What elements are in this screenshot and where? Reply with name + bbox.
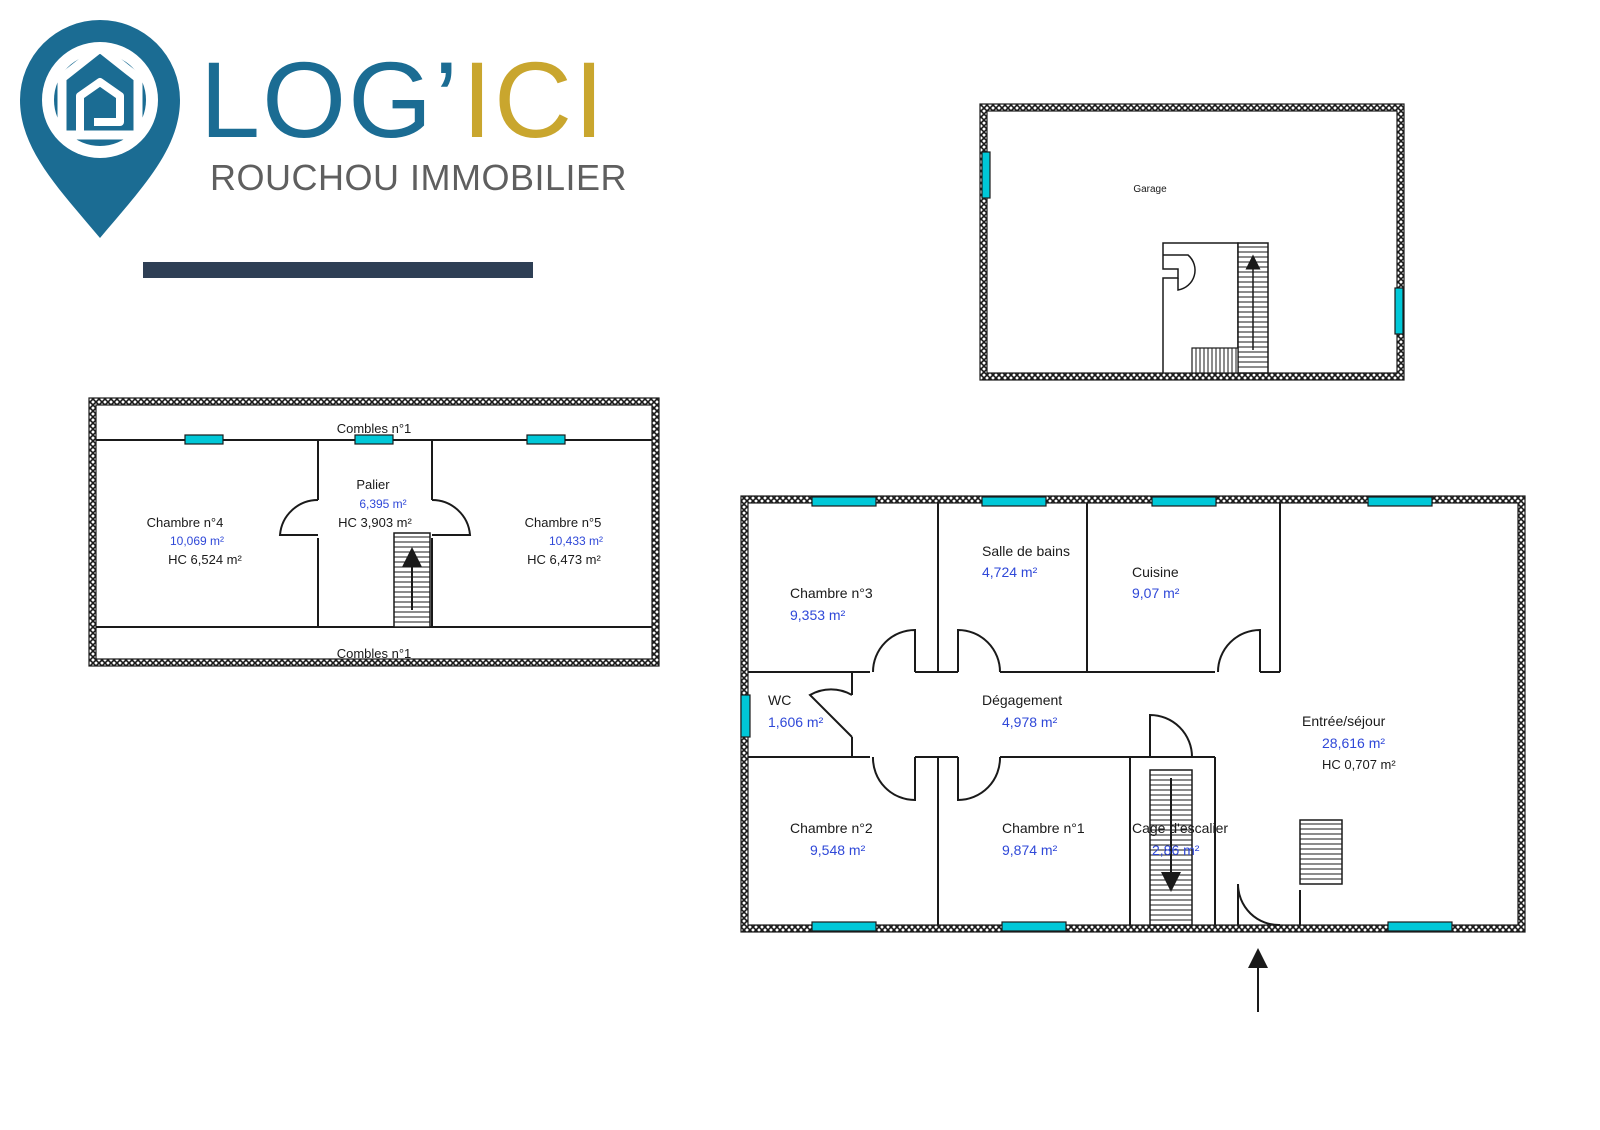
- window: [811, 921, 877, 932]
- room-hc: HC 0,707 m²: [1322, 757, 1396, 772]
- room-name: Chambre n°2: [790, 820, 873, 836]
- room-name: Chambre n°4: [147, 515, 224, 530]
- brand-underline-bar: [143, 262, 533, 278]
- room-name: Cuisine: [1132, 564, 1179, 580]
- attic-bottom-label: Combles n°1: [337, 646, 412, 661]
- room-name: Chambre n°3: [790, 585, 873, 601]
- room-hc: HC 3,903 m²: [338, 515, 412, 530]
- room-area: 28,616 m²: [1322, 735, 1385, 751]
- window: [1151, 496, 1217, 507]
- window: [811, 496, 877, 507]
- room-area: 2,86 m²: [1152, 842, 1200, 858]
- room-name: WC: [768, 692, 791, 708]
- door-chambre-1: [957, 756, 1002, 802]
- room-name: Garage: [1133, 184, 1167, 195]
- brand-subtitle: ROUCHOU IMMOBILIER: [210, 157, 627, 198]
- room-hc: HC 6,524 m²: [168, 552, 242, 567]
- room-area: 9,548 m²: [810, 842, 866, 858]
- staircase-upper: [393, 532, 431, 628]
- room-hc: HC 6,473 m²: [527, 552, 601, 567]
- room-name: Salle de bains: [982, 543, 1070, 559]
- window: [526, 434, 566, 445]
- door-chambre-2: [871, 756, 916, 802]
- door-chambre-5: [431, 498, 472, 536]
- window: [1387, 921, 1453, 932]
- room-area: 9,353 m²: [790, 607, 846, 623]
- staircase-sejour: [1299, 819, 1343, 885]
- room-area: 4,724 m²: [982, 564, 1038, 580]
- attic-top-label: Combles n°1: [337, 421, 412, 436]
- upper-floor-plan: Combles n°1 Combles n°1 Chambre n°4 10,0…: [88, 397, 660, 667]
- window: [184, 434, 224, 445]
- door-chambre-4: [278, 498, 319, 536]
- room-area: 4,978 m²: [1002, 714, 1058, 730]
- window: [981, 496, 1047, 507]
- staircase-garage: [1191, 242, 1269, 374]
- window: [1394, 287, 1404, 335]
- window: [354, 434, 394, 445]
- house-pin-icon: [20, 20, 180, 238]
- staircase-ground: [1149, 769, 1193, 926]
- entrance-door: [1237, 883, 1281, 927]
- window: [740, 694, 751, 738]
- room-name: Cage d'escalier: [1132, 820, 1228, 836]
- ground-floor-plan: Chambre n°3 9,353 m² Salle de bains 4,72…: [740, 495, 1526, 1012]
- room-area: 1,606 m²: [768, 714, 824, 730]
- room-name: Palier: [356, 477, 390, 492]
- room-name: Entrée/séjour: [1302, 713, 1386, 729]
- door-garage-stair: [1163, 254, 1196, 291]
- brand-logo: LOG’ ICI ROUCHOU IMMOBILIER: [20, 20, 627, 278]
- door-cage-escalier: [1149, 713, 1193, 758]
- door-cuisine: [1217, 628, 1261, 673]
- room-area: 6,395 m²: [359, 497, 406, 511]
- room-area: 10,433 m²: [549, 534, 603, 548]
- brand-name-accent: ICI: [462, 39, 606, 160]
- window: [1367, 496, 1433, 507]
- door-salle-de-bains: [957, 628, 1001, 673]
- door-wc: [808, 688, 853, 738]
- room-name: Chambre n°5: [525, 515, 602, 530]
- room-area: 9,874 m²: [1002, 842, 1058, 858]
- door-chambre-3: [872, 628, 916, 673]
- garage-plan: Garage: [979, 103, 1405, 381]
- room-area: 9,07 m²: [1132, 585, 1180, 601]
- window: [981, 151, 991, 199]
- window: [1001, 921, 1067, 932]
- room-name: Chambre n°1: [1002, 820, 1085, 836]
- brand-name-primary: LOG’: [200, 39, 460, 160]
- room-area: 10,069 m²: [170, 534, 224, 548]
- room-name: Dégagement: [982, 692, 1062, 708]
